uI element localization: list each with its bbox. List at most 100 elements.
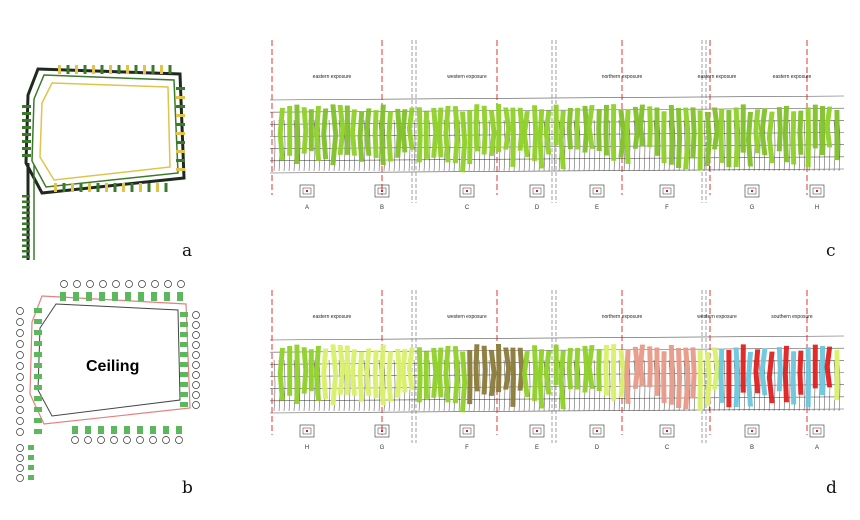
facade-panel [416, 347, 423, 403]
facade-panel [805, 107, 812, 168]
hatch-stroke [273, 119, 276, 172]
facade-panel [797, 350, 804, 395]
facade-panel [661, 351, 667, 403]
column-plan-icon-inner [747, 427, 757, 435]
facade-panel [596, 108, 602, 152]
column-plan-icon [744, 184, 760, 198]
colored-panels [277, 344, 840, 413]
exposure-label: western exposure [447, 74, 487, 80]
exposure-label: eastern exposure [313, 314, 352, 320]
window-tick [22, 105, 31, 108]
facade-panel [330, 104, 339, 166]
column-plan-icon [809, 424, 825, 438]
marker-green [28, 475, 34, 480]
marker-green [85, 426, 91, 434]
marker-number-circle [192, 311, 200, 319]
colored-panels [277, 104, 840, 173]
column-label: G [750, 205, 755, 211]
marker-number-circle [149, 436, 157, 444]
facade-panel [812, 104, 818, 149]
facade-panel [740, 344, 746, 393]
column-label: G [380, 445, 385, 451]
hatch-stroke [773, 119, 776, 172]
marker-green [151, 292, 157, 301]
facade-panel [766, 351, 775, 404]
facade-panel [661, 111, 667, 163]
window-tick [100, 65, 104, 74]
hatch-stroke [448, 359, 451, 412]
column-plan-dot [466, 190, 468, 192]
hatch-stroke [818, 119, 821, 172]
facade-panel [330, 344, 339, 406]
marker-green [86, 292, 92, 301]
facade-panel [712, 107, 720, 150]
facade-panel [834, 109, 840, 161]
column-plan-dot [381, 430, 383, 432]
marker-green [99, 292, 105, 301]
window-tick [62, 183, 66, 192]
facade-line [269, 168, 845, 174]
hatch-stroke [593, 119, 596, 172]
facade-panel [733, 107, 740, 168]
facade-panel [697, 350, 703, 411]
marker-green [180, 322, 188, 327]
window-tick [22, 206, 30, 209]
window-tick [22, 147, 31, 150]
facade-panel [344, 105, 351, 155]
marker-green [180, 342, 188, 347]
hatch-stroke [413, 119, 416, 172]
marker-green [28, 445, 34, 450]
marker-number-circle [192, 371, 200, 379]
marker-number-circle [16, 395, 24, 403]
window-tick [176, 132, 185, 135]
column-plan-dot [666, 430, 668, 432]
column-label: A [815, 445, 819, 451]
column-plan-icon-inner [747, 187, 757, 195]
marker-green [34, 396, 42, 401]
facade-panel [603, 344, 609, 396]
window-tick [22, 250, 30, 253]
facade-panel [726, 110, 732, 168]
facade-panel [460, 111, 468, 173]
window-tick [71, 183, 74, 192]
window-tick [117, 65, 121, 74]
marker-number-circle [175, 436, 183, 444]
facade-panel [759, 108, 768, 156]
facade-panel [610, 104, 617, 161]
facade-panel [301, 107, 309, 154]
marker-number-circle [16, 384, 24, 392]
facade-panel [558, 110, 566, 170]
window-ticks [22, 65, 185, 258]
marker-green [34, 374, 42, 379]
window-tick [134, 65, 138, 74]
facade-panel [586, 345, 595, 389]
marker-green [112, 292, 118, 301]
marker-number-circle [16, 318, 24, 326]
exposure-label: western exposure [697, 314, 737, 320]
hatch-stroke [393, 119, 396, 172]
column-plan-dot [466, 430, 468, 432]
hatch-stroke [328, 119, 331, 172]
column-plan-icon [299, 184, 315, 198]
facade-panel [337, 344, 346, 395]
elevation-d-drawing: eastern exposure western exposure northern… [269, 290, 845, 451]
marker-number-circle [16, 307, 24, 315]
facade-panel [782, 345, 789, 403]
marker-green [73, 292, 79, 301]
exposure-label: northern exposure [602, 314, 643, 320]
hatch-stroke [608, 359, 611, 412]
column-plan-icon-inner [662, 187, 672, 195]
facade-line [269, 95, 845, 101]
exposure-label: northern exposure [602, 74, 643, 80]
marker-green [34, 308, 42, 313]
marker-green [177, 292, 183, 301]
facade-panel [726, 350, 732, 408]
facade-panel [344, 345, 351, 395]
panel-a-plan [18, 55, 203, 265]
hatch-stroke [528, 359, 531, 412]
window-tick [139, 183, 142, 192]
column-label: H [815, 205, 819, 211]
facade-panel [423, 111, 429, 159]
outer-outline-pink [29, 295, 191, 425]
column-plan-dot [596, 430, 598, 432]
